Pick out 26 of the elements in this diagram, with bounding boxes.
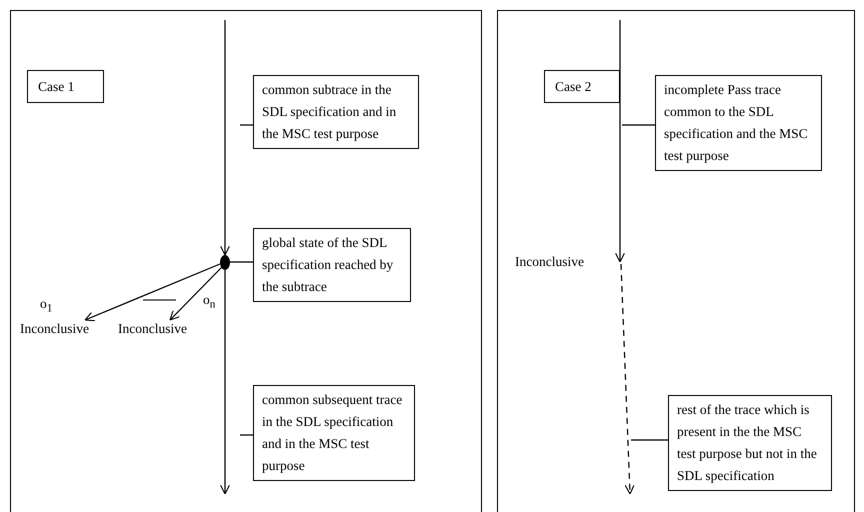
- note-box: global state of the SDL specification reached by the subtrace: [253, 228, 411, 302]
- leader-line: [240, 124, 253, 126]
- leader-line: [631, 439, 668, 441]
- case-label: Case 1: [27, 70, 104, 103]
- note-box: common subtrace in the SDL specification and in the MSC test purpose: [253, 75, 419, 149]
- leader-line: [230, 261, 253, 263]
- output-label: o$_{1}$: [40, 296, 52, 315]
- state-dot: [220, 255, 230, 270]
- leader-line: [240, 434, 253, 436]
- case-label: Case 2: [544, 70, 620, 103]
- note-box: incomplete Pass trace common to the SDL specification and the MSC test purpose: [655, 75, 822, 171]
- trace-arrow: [84, 263, 220, 322]
- trace-arrow: [220, 270, 230, 495]
- trace-arrow: [614, 20, 626, 263]
- outcome-label: Inconclusive: [118, 320, 214, 338]
- panel-frame: [497, 10, 855, 512]
- trace-arrow: [220, 20, 230, 256]
- trace-arrow: [620, 264, 635, 495]
- output-label: o$_{n}$: [203, 292, 216, 311]
- note-box: common subsequent trace in the SDL specification and in the MSC test purpose: [253, 385, 415, 481]
- trace-arrow: [169, 266, 222, 321]
- outcome-label: Inconclusive: [515, 253, 623, 271]
- outcome-label: Inconclusive: [20, 320, 112, 338]
- leader-line: [622, 124, 655, 126]
- panel-frame: [10, 10, 482, 512]
- note-box: rest of the trace which is present in the the MSC test purpose but not in the SDL specification: [668, 395, 832, 491]
